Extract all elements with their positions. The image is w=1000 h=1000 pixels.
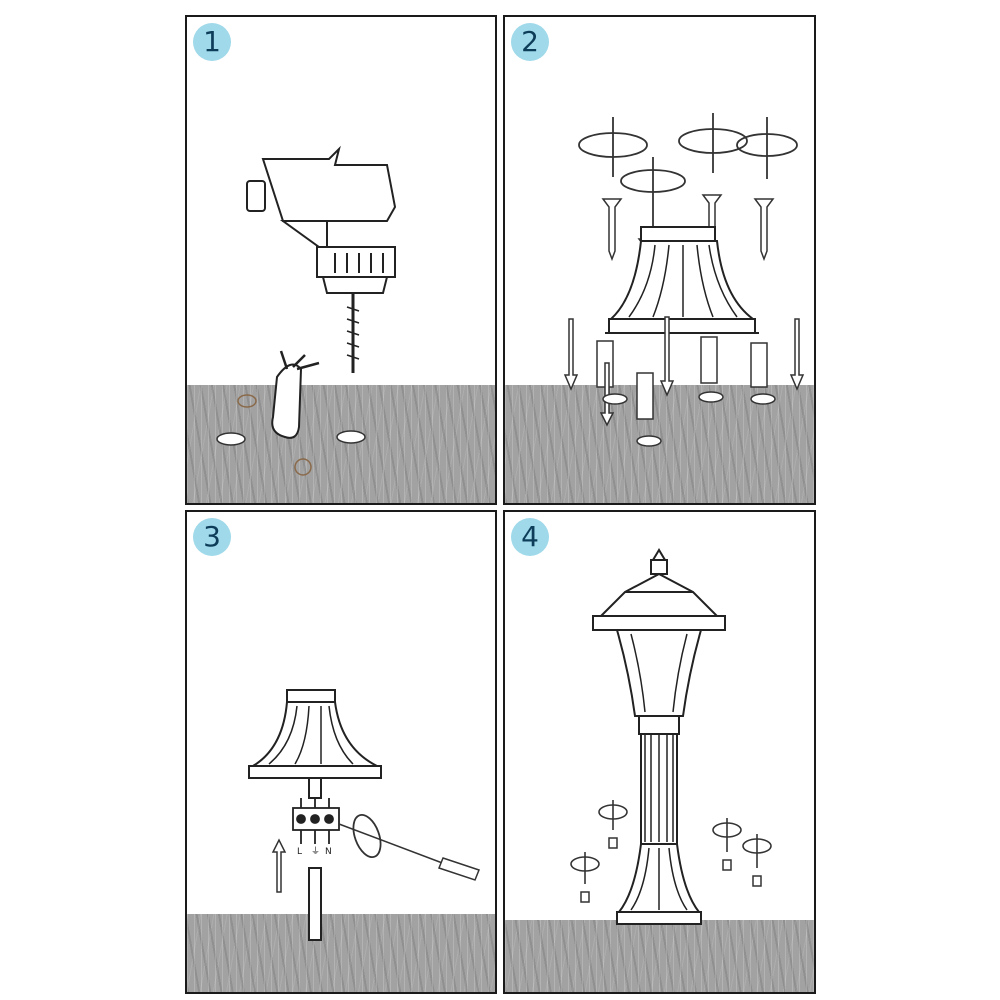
step-4-panel: 4: [503, 510, 816, 994]
step-1-badge: 1: [193, 23, 231, 61]
neutral-label: N: [325, 847, 332, 857]
step-4-illustration: [570, 548, 772, 925]
step-1-illustration: [216, 145, 397, 476]
step-2-badge: 2: [511, 23, 549, 61]
drill-icon: [246, 145, 397, 373]
terminal-block-icon: [292, 798, 340, 844]
earth-label: ⏚: [311, 846, 320, 857]
step-3-panel: 3 L ⏚ N: [185, 510, 497, 994]
screw-icon: [580, 837, 762, 903]
wiring-labels: L ⏚ N: [297, 846, 332, 857]
step-3-illustration: L ⏚ N: [248, 689, 480, 941]
drilled-hole: [602, 391, 776, 447]
step-4-badge: 4: [511, 518, 549, 556]
drilled-hole: [216, 430, 366, 446]
wall-plug-icon: [596, 336, 768, 420]
guide-arrow: [271, 838, 287, 893]
lamp-base: [605, 226, 759, 334]
cable-icon: [271, 350, 320, 439]
step-2-illustration: [563, 113, 805, 447]
rotation-arrow-icon: [570, 800, 772, 884]
lamp-base: [248, 689, 382, 779]
rotation-arrow-icon: [352, 814, 382, 858]
ground: [505, 920, 814, 992]
step-3-badge: 3: [193, 518, 231, 556]
live-label: L: [297, 847, 302, 857]
cable-icon: [308, 777, 322, 941]
rotation-arrow-icon: [578, 113, 798, 227]
hole-marking: [237, 394, 312, 476]
lamp-post-icon: [592, 548, 726, 925]
guide-arrow: [563, 316, 805, 427]
screwdriver-icon: [338, 823, 480, 881]
step-2-panel: 2: [503, 15, 816, 505]
ground: [187, 385, 495, 503]
step-1-panel: 1: [185, 15, 497, 505]
ground: [187, 914, 495, 992]
